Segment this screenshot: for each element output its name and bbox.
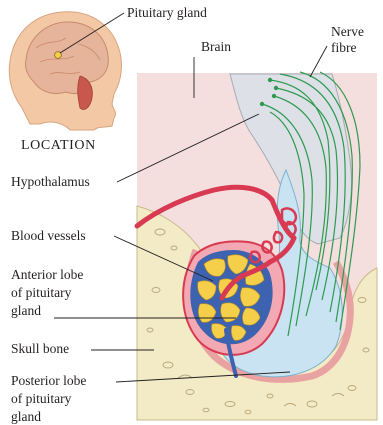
anterior-lobe-label-line2: of pituitary: [11, 285, 72, 300]
posterior-lobe-label-line1: Posterior lobe: [11, 373, 86, 388]
skull-bone-label: Skull bone: [11, 341, 69, 356]
brain-label: Brain: [201, 39, 231, 54]
nerve-fibre-label-line1: Nerve: [331, 24, 364, 39]
main-section: [137, 72, 377, 420]
posterior-lobe-label-line3: gland: [11, 409, 41, 424]
location-head-illustration: [9, 12, 121, 130]
blood-vessels-label: Blood vessels: [11, 228, 86, 243]
posterior-lobe-label-line2: of pituitary: [11, 391, 72, 406]
location-caption: LOCATION: [21, 138, 96, 153]
hypothalamus-label: Hypothalamus: [11, 174, 90, 189]
nerve-fibre-label-line2: fibre: [331, 40, 356, 55]
inset-pituitary-label: Pituitary gland: [127, 5, 207, 20]
anterior-lobe-label-line1: Anterior lobe: [11, 267, 83, 282]
anterior-lobe-label-line3: gland: [11, 303, 41, 318]
